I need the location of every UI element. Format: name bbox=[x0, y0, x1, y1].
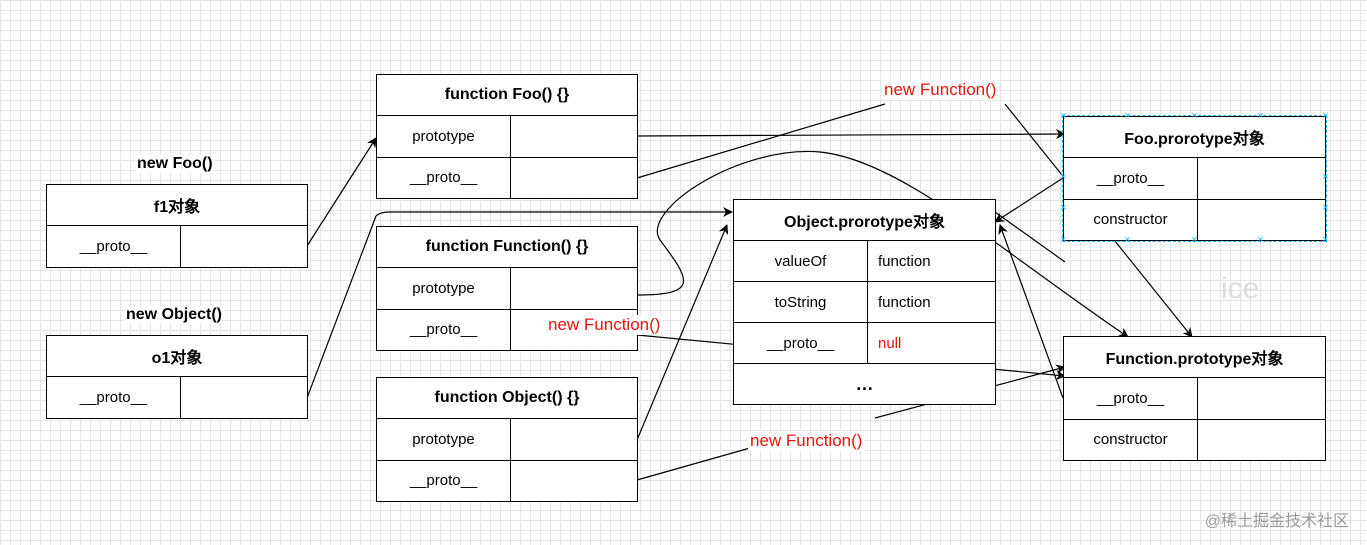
function-object-box: function Object() {} prototype __proto__ bbox=[376, 377, 638, 502]
function-prototype-constructor-key: constructor bbox=[1064, 419, 1198, 460]
selection-handle[interactable]: × bbox=[1322, 234, 1329, 246]
o1-proto-value bbox=[181, 377, 307, 418]
object-prototype-tostring-value: function bbox=[878, 293, 931, 311]
object-prototype-row-valueof: valueOf function bbox=[734, 241, 995, 282]
arrow-functionproto-proto bbox=[998, 224, 1064, 399]
function-function-title: function Function() {} bbox=[377, 227, 637, 268]
site-watermark: @稀土掘金技术社区 bbox=[1204, 513, 1349, 530]
function-prototype-row-constructor: constructor bbox=[1064, 419, 1325, 461]
foo-prototype-row-constructor: constructor bbox=[1064, 199, 1325, 240]
selection-handle[interactable]: × bbox=[1257, 234, 1264, 246]
foo-prototype-box[interactable]: Foo.prorotype对象 __proto__ constructor bbox=[1062, 115, 1327, 242]
arrow-foo-prototype bbox=[636, 129, 1066, 140]
o1-row-proto: __proto__ bbox=[47, 377, 307, 418]
selection-handle[interactable]: × bbox=[1060, 202, 1067, 214]
function-object-title: function Object() {} bbox=[377, 378, 637, 419]
label-new-foo: new Foo() bbox=[135, 155, 215, 173]
label-new-object: new Object() bbox=[124, 306, 225, 324]
f1-row-proto: __proto__ bbox=[47, 226, 307, 267]
object-prototype-row-tostring: toString function bbox=[734, 282, 995, 323]
function-prototype-title: Function.prototype对象 bbox=[1064, 337, 1325, 378]
function-prototype-proto-value bbox=[1198, 378, 1325, 419]
arrow-objproto-to-functionproto bbox=[994, 211, 1066, 263]
selection-handle[interactable]: × bbox=[1124, 234, 1131, 246]
function-prototype-row-proto: __proto__ bbox=[1064, 378, 1325, 420]
function-foo-prototype-value bbox=[511, 116, 637, 157]
f1-title: f1对象 bbox=[47, 185, 307, 226]
arrow-foo-proto bbox=[636, 103, 886, 179]
selection-handle[interactable]: × bbox=[1124, 110, 1131, 122]
function-object-prototype-key: prototype bbox=[377, 419, 511, 460]
object-prototype-proto-value: null bbox=[878, 334, 902, 352]
function-function-prototype-value bbox=[511, 268, 637, 309]
label-new-function-top: new Function() bbox=[882, 80, 999, 100]
object-prototype-title: Object.prorotype对象 bbox=[734, 200, 995, 241]
function-foo-prototype-key: prototype bbox=[377, 116, 511, 157]
function-object-proto-key: __proto__ bbox=[377, 460, 511, 501]
function-prototype-constructor-value bbox=[1198, 420, 1325, 461]
arrow-fooproto-proto bbox=[994, 177, 1064, 223]
selection-handle[interactable]: × bbox=[1322, 110, 1329, 122]
arrow-object-proto bbox=[636, 447, 751, 481]
function-function-prototype-key: prototype bbox=[377, 268, 511, 309]
object-prototype-box: Object.prorotype对象 valueOf function toSt… bbox=[733, 199, 996, 405]
selection-handle[interactable]: × bbox=[1060, 110, 1067, 122]
o1-object-box: o1对象 __proto__ bbox=[46, 335, 308, 419]
function-prototype-proto-key: __proto__ bbox=[1064, 378, 1198, 419]
foo-prototype-constructor-key: constructor bbox=[1064, 199, 1198, 240]
label-new-function-mid: new Function() bbox=[546, 315, 663, 335]
function-object-proto-value bbox=[511, 461, 637, 502]
function-object-row-prototype: prototype bbox=[377, 419, 637, 461]
selection-handle[interactable]: × bbox=[1322, 171, 1329, 183]
object-prototype-tostring-key: toString bbox=[734, 282, 868, 322]
function-foo-proto-key: __proto__ bbox=[377, 157, 511, 198]
foo-prototype-title: Foo.prorotype对象 bbox=[1064, 117, 1325, 158]
function-foo-row-proto: __proto__ bbox=[377, 157, 637, 199]
function-function-proto-key: __proto__ bbox=[377, 309, 511, 350]
foo-prototype-proto-key: __proto__ bbox=[1064, 158, 1198, 199]
function-object-prototype-value bbox=[511, 419, 637, 460]
object-prototype-valueof-key: valueOf bbox=[734, 241, 868, 281]
selection-handle[interactable]: × bbox=[1060, 171, 1067, 183]
foo-prototype-proto-value bbox=[1198, 158, 1325, 199]
f1-proto-key: __proto__ bbox=[47, 226, 181, 267]
object-prototype-ellipsis: … bbox=[855, 373, 874, 394]
selection-handle[interactable]: × bbox=[1322, 202, 1329, 214]
selection-handle[interactable]: × bbox=[1191, 110, 1198, 122]
object-prototype-row-proto: __proto__ null bbox=[734, 323, 995, 364]
function-foo-title: function Foo() {} bbox=[377, 75, 637, 116]
o1-proto-key: __proto__ bbox=[47, 377, 181, 418]
function-prototype-box: Function.prototype对象 __proto__ construct… bbox=[1063, 336, 1326, 461]
object-prototype-valueof-value: function bbox=[878, 252, 931, 270]
selection-handle[interactable]: × bbox=[1257, 110, 1264, 122]
function-foo-row-prototype: prototype bbox=[377, 116, 637, 158]
function-foo-proto-value bbox=[511, 158, 637, 199]
function-function-row-prototype: prototype bbox=[377, 268, 637, 310]
object-prototype-proto-key: __proto__ bbox=[734, 323, 868, 363]
f1-proto-value bbox=[181, 226, 307, 267]
label-new-function-bottom: new Function() bbox=[748, 431, 865, 451]
function-object-row-proto: __proto__ bbox=[377, 460, 637, 502]
arrow-f1-proto bbox=[306, 137, 377, 247]
ice-watermark: ice bbox=[1221, 272, 1260, 305]
function-function-row-proto: __proto__ bbox=[377, 309, 637, 350]
f1-object-box: f1对象 __proto__ bbox=[46, 184, 308, 268]
function-foo-box: function Foo() {} prototype __proto__ bbox=[376, 74, 638, 199]
foo-prototype-row-proto: __proto__ bbox=[1064, 158, 1325, 200]
selection-handle[interactable]: × bbox=[1191, 234, 1198, 246]
o1-title: o1对象 bbox=[47, 336, 307, 377]
selection-handle[interactable]: × bbox=[1060, 234, 1067, 246]
